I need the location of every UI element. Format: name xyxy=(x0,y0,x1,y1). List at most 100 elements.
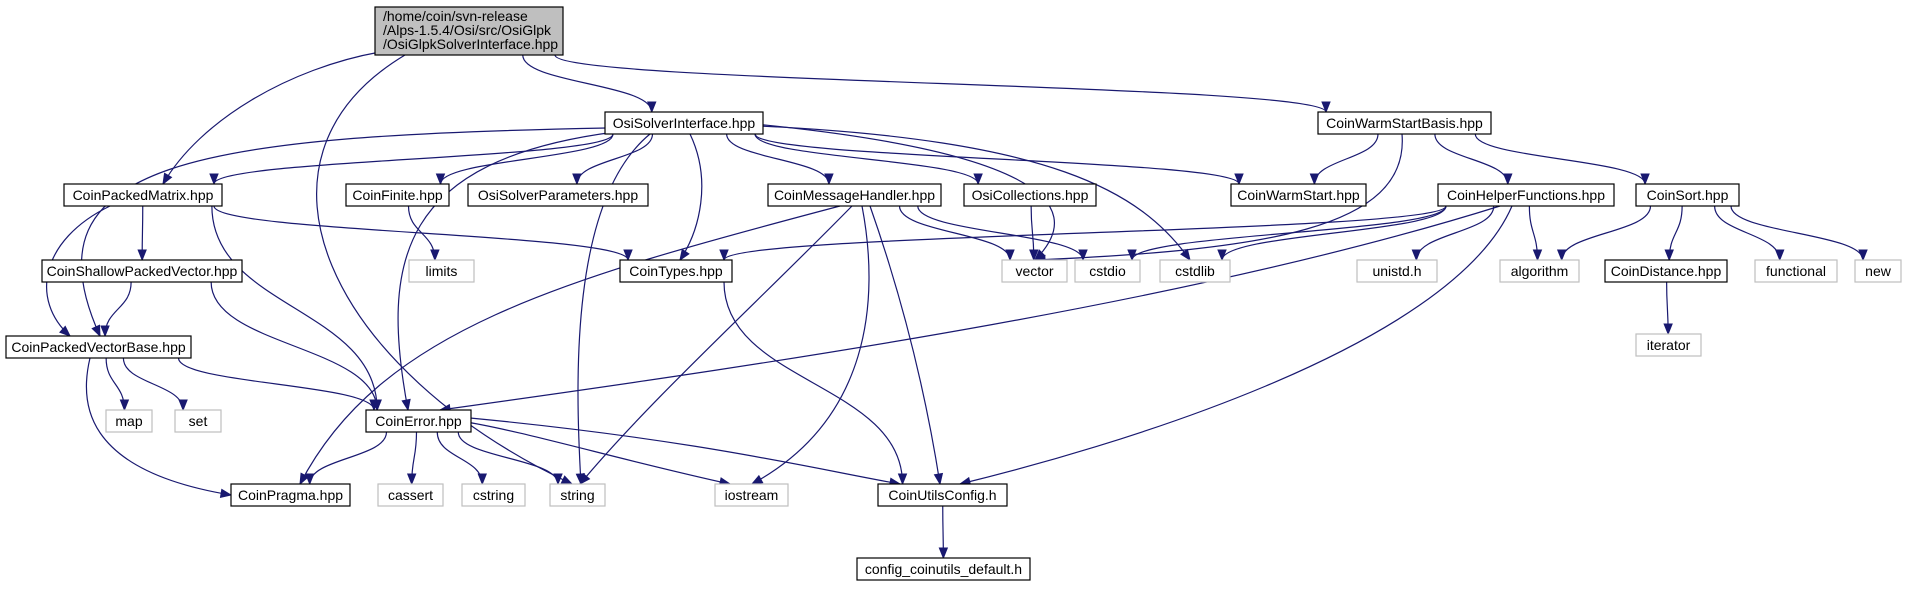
node-box xyxy=(856,557,1031,581)
node-box xyxy=(1635,183,1740,207)
edge-CoinHelperFunctions-to-cstdio xyxy=(1131,205,1447,261)
edge-CoinPackedMatrix-to-CoinError xyxy=(211,205,378,411)
edge-CoinHelperFunctions-to-CoinTypes xyxy=(723,205,1447,261)
node-CoinShallowPackedVector[interactable]: CoinShallowPackedVector.hpp xyxy=(41,259,243,283)
edge-root-to-string xyxy=(316,54,573,485)
node-CoinWarmStart[interactable]: CoinWarmStart.hpp xyxy=(1230,183,1367,207)
node-box xyxy=(174,409,222,433)
edge-arrowhead xyxy=(897,473,908,486)
edge-arrowhead xyxy=(1309,173,1320,186)
edge-arrowhead xyxy=(91,324,101,338)
node-functional: functional xyxy=(1754,259,1838,283)
node-OsiCollections[interactable]: OsiCollections.hpp xyxy=(963,183,1097,207)
edge-arrowhead xyxy=(162,172,173,186)
node-box xyxy=(105,409,153,433)
edge-arrowhead xyxy=(1321,101,1331,114)
edge-arrowhead xyxy=(1180,248,1191,262)
node-string: string xyxy=(549,483,606,507)
edge-CoinMessageHandler-to-string xyxy=(579,205,853,485)
edge-CoinSort-to-new xyxy=(1730,205,1864,261)
node-unistd: unistd.h xyxy=(1356,259,1438,283)
node-box xyxy=(767,183,942,207)
node-CoinMessageHandler[interactable]: CoinMessageHandler.hpp xyxy=(767,183,942,207)
edge-CoinError-to-CoinUtilsConfig xyxy=(469,417,901,485)
node-box xyxy=(877,483,1008,507)
edge-arrowhead xyxy=(1858,249,1868,262)
node-label: string xyxy=(560,487,594,503)
node-CoinPackedVectorBase[interactable]: CoinPackedVectorBase.hpp xyxy=(5,335,192,359)
edge-OsiSolverInterface-to-CoinFinite xyxy=(439,133,614,185)
edge-CoinMessageHandler-to-CoinPragma xyxy=(299,205,841,485)
node-CoinSort[interactable]: CoinSort.hpp xyxy=(1635,183,1740,207)
edge-arrowhead xyxy=(1774,249,1785,262)
node-CoinDistance[interactable]: CoinDistance.hpp xyxy=(1604,259,1728,283)
edge-arrowhead xyxy=(119,399,130,412)
edge-arrowhead xyxy=(435,173,446,186)
node-set: set xyxy=(174,409,222,433)
node-label: map xyxy=(115,413,142,429)
node-label: cstdlib xyxy=(1175,263,1215,279)
edge-OsiSolverInterface-to-CoinTypes xyxy=(679,133,703,261)
node-CoinHelperFunctions[interactable]: CoinHelperFunctions.hpp xyxy=(1437,183,1615,207)
node-box xyxy=(345,183,450,207)
node-box xyxy=(714,483,789,507)
root-label-line: /OsiGlpkSolverInterface.hpp xyxy=(383,36,558,52)
edge-root-to-CoinWarmStartBasis xyxy=(554,54,1327,113)
node-algorithm: algorithm xyxy=(1499,259,1580,283)
edge-CoinTypes-to-CoinUtilsConfig xyxy=(723,281,904,485)
edge-CoinWarmStartBasis-to-vector xyxy=(1034,133,1403,261)
node-root[interactable]: /home/coin/svn-release/Alps-1.5.4/Osi/sr… xyxy=(374,6,564,56)
edge-OsiSolverInterface-to-OsiCollections xyxy=(754,133,979,185)
edge-arrowhead xyxy=(1411,249,1422,262)
node-label: CoinPackedMatrix.hpp xyxy=(73,187,214,203)
edge-arrowhead xyxy=(579,472,591,486)
node-OsiSolverParameters[interactable]: OsiSolverParameters.hpp xyxy=(467,183,649,207)
edge-CoinHelperFunctions-to-CoinError xyxy=(439,205,1501,411)
node-OsiSolverInterface[interactable]: OsiSolverInterface.hpp xyxy=(604,111,764,135)
node-label: algorithm xyxy=(1511,263,1569,279)
edge-CoinError-to-string xyxy=(457,431,559,485)
node-box xyxy=(63,183,223,207)
edge-arrowhead xyxy=(572,173,582,186)
edge-OsiSolverInterface-to-CoinError xyxy=(397,131,616,411)
node-box xyxy=(619,259,733,283)
edge-arrowhead xyxy=(1217,249,1227,262)
edge-arrowhead xyxy=(1664,249,1674,262)
node-CoinWarmStartBasis[interactable]: CoinWarmStartBasis.hpp xyxy=(1317,111,1492,135)
edge-arrowhead xyxy=(304,473,315,486)
node-box xyxy=(1159,259,1231,283)
node-limits: limits xyxy=(408,259,475,283)
edge-arrowhead xyxy=(679,248,690,262)
edge-CoinShallowPackedVector-to-CoinPackedVectorBase xyxy=(104,281,132,337)
node-label: CoinError.hpp xyxy=(375,413,462,429)
node-label: set xyxy=(189,413,208,429)
edge-arrowhead xyxy=(553,473,563,486)
edge-arrowhead xyxy=(623,249,633,262)
edge-OsiSolverInterface-to-cstdlib xyxy=(759,125,1191,261)
node-CoinPackedMatrix[interactable]: CoinPackedMatrix.hpp xyxy=(63,183,223,207)
edge-CoinHelperFunctions-to-cstdlib xyxy=(1221,205,1447,261)
edge-OsiSolverInterface-to-string xyxy=(577,133,651,485)
edge-root-to-OsiSolverInterface xyxy=(522,54,653,113)
node-box xyxy=(1230,183,1367,207)
edge-arrowhead xyxy=(1503,173,1513,186)
edge-root-to-CoinPackedMatrix xyxy=(162,51,381,185)
edge-CoinShallowPackedVector-to-CoinError xyxy=(210,281,378,411)
node-cstdlib: cstdlib xyxy=(1159,259,1231,283)
edge-arrowhead xyxy=(1640,173,1650,186)
node-CoinError[interactable]: CoinError.hpp xyxy=(365,409,472,433)
node-CoinUtilsConfig[interactable]: CoinUtilsConfig.h xyxy=(877,483,1008,507)
node-box xyxy=(5,335,192,359)
node-box xyxy=(963,183,1097,207)
node-CoinTypes[interactable]: CoinTypes.hpp xyxy=(619,259,733,283)
node-CoinPragma[interactable]: CoinPragma.hpp xyxy=(230,483,351,507)
node-label: CoinFinite.hpp xyxy=(352,187,442,203)
node-CoinFinite[interactable]: CoinFinite.hpp xyxy=(345,183,450,207)
node-label: OsiSolverParameters.hpp xyxy=(478,187,639,203)
node-config_coinutils_default[interactable]: config_coinutils_default.h xyxy=(856,557,1031,581)
node-label: CoinSort.hpp xyxy=(1647,187,1729,203)
node-box xyxy=(408,259,475,283)
edge-arrowhead xyxy=(1029,249,1039,262)
edge-arrowhead xyxy=(59,325,72,337)
node-box xyxy=(1074,259,1141,283)
